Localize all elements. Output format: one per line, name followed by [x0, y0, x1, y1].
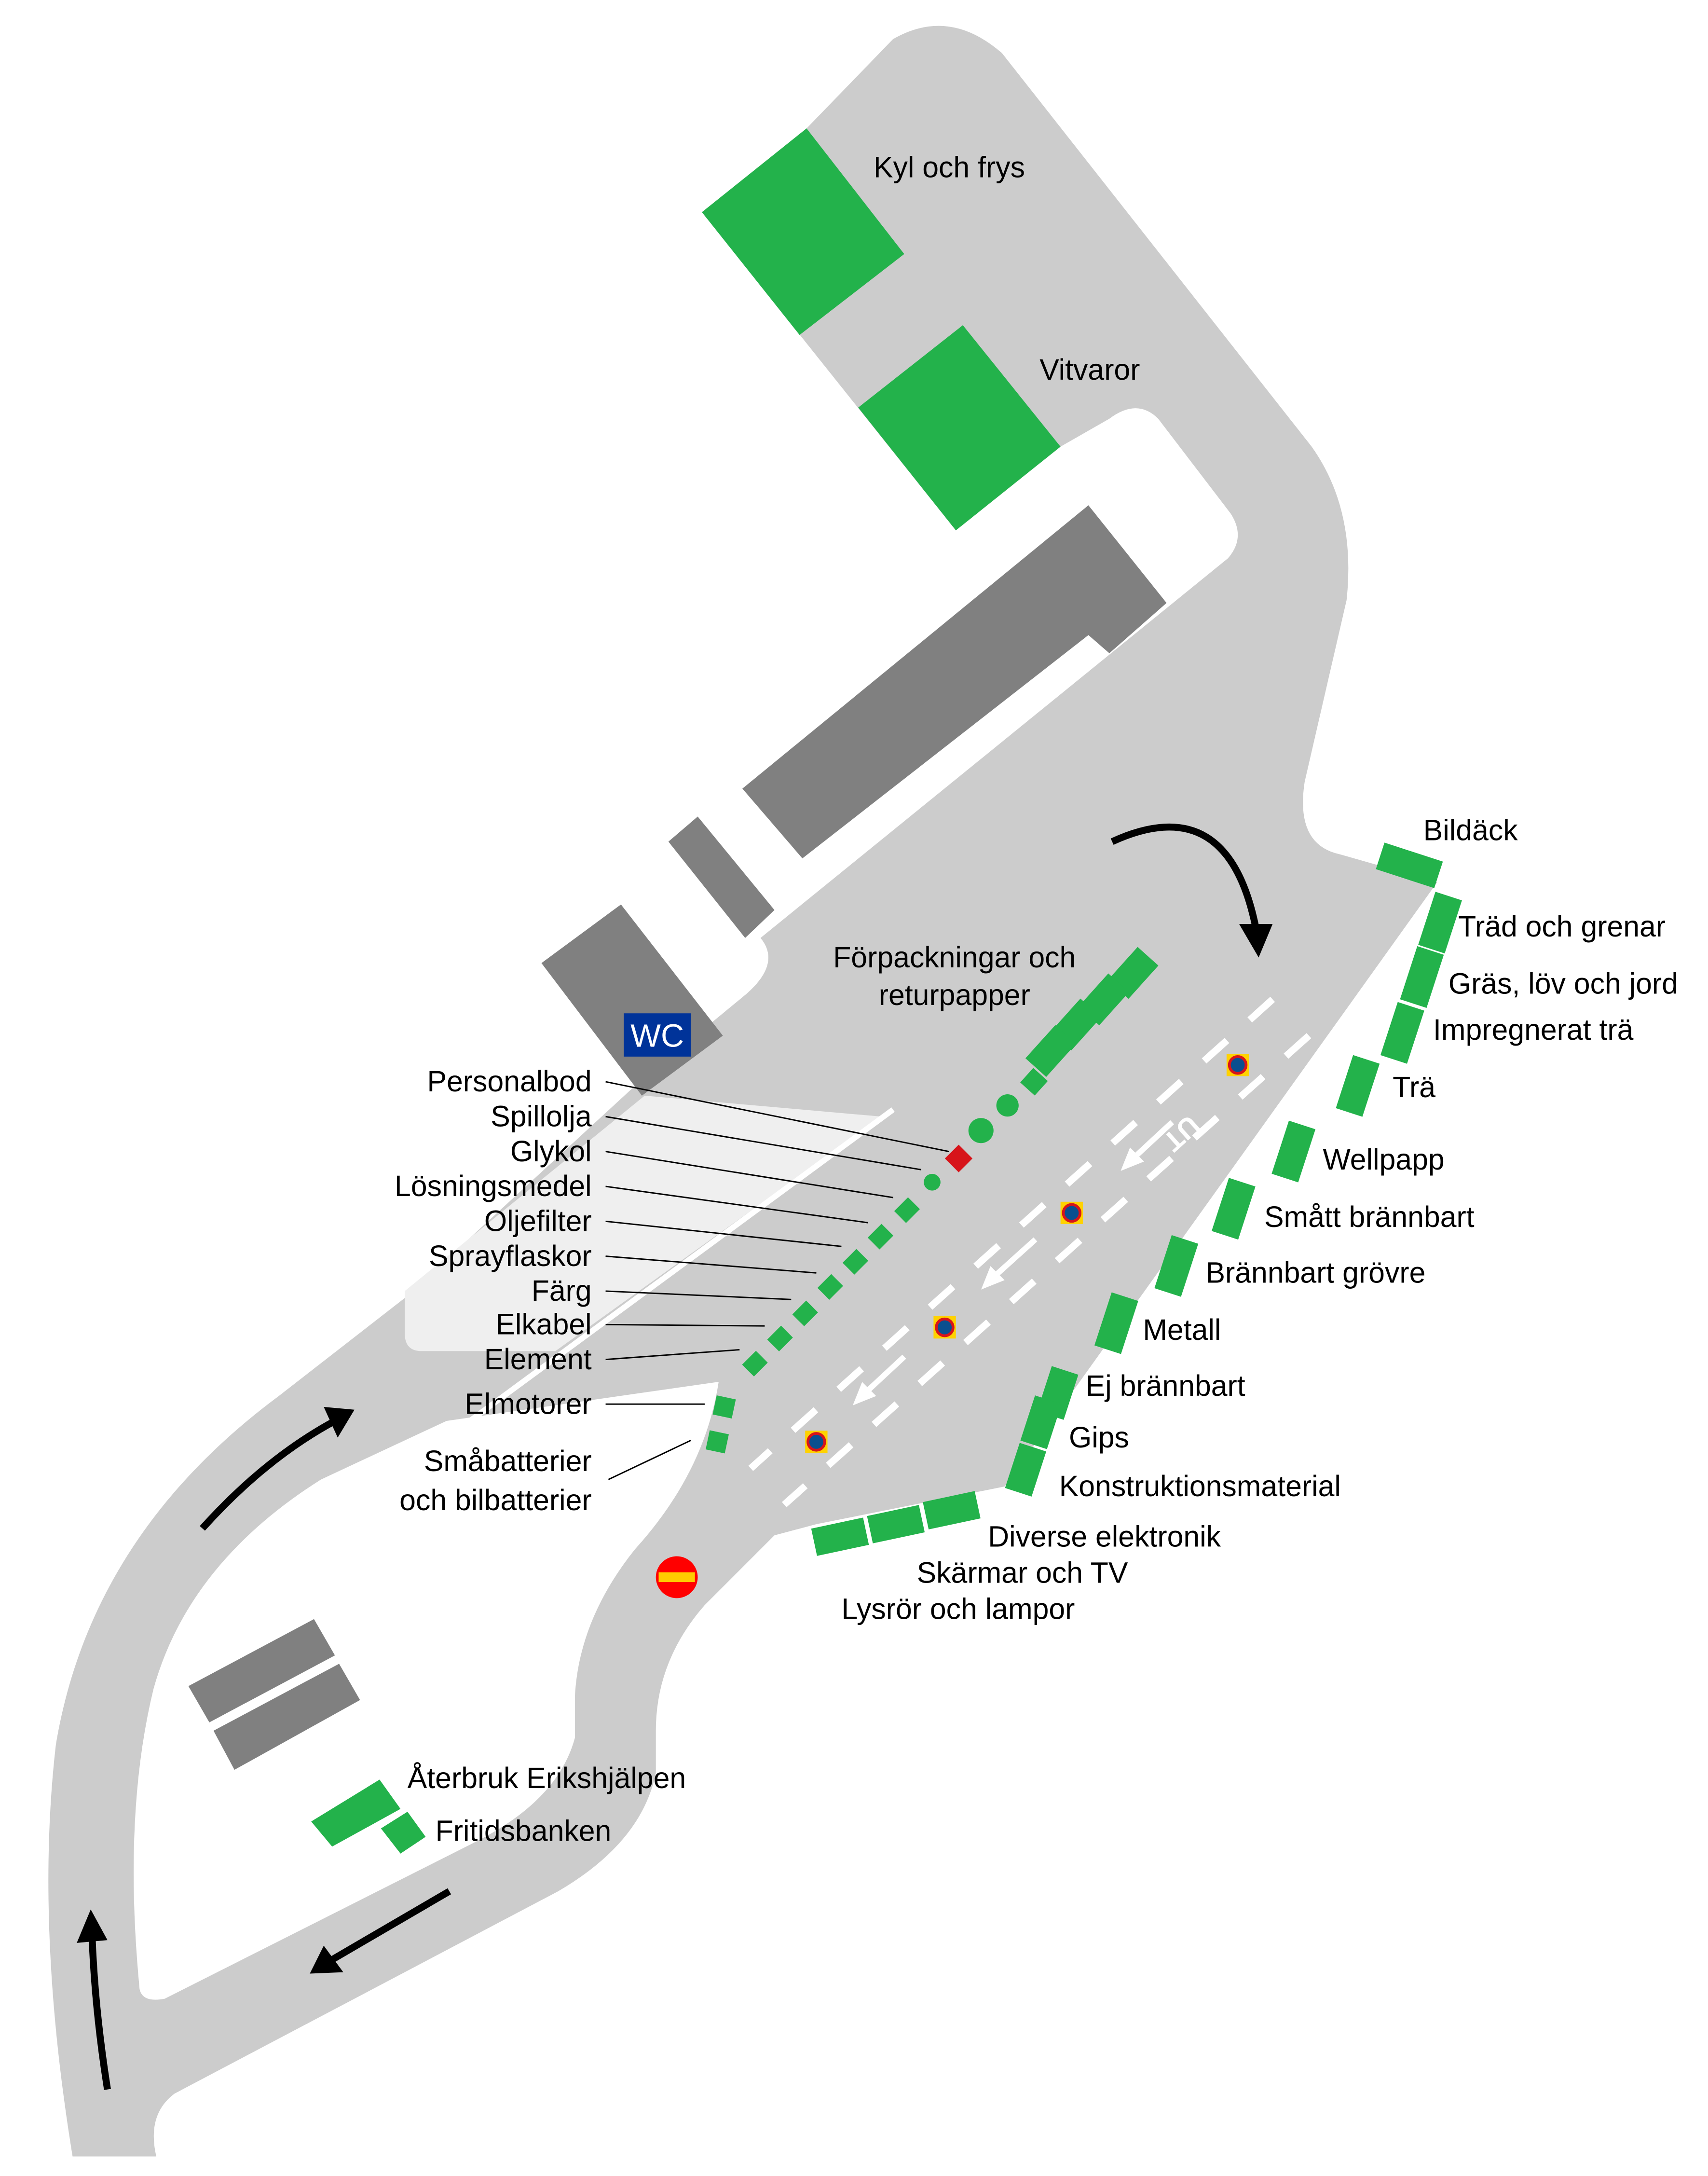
label-station: Ej brännbart — [1086, 1369, 1245, 1402]
leader-line — [605, 1349, 740, 1361]
station-container[interactable] — [1271, 1120, 1316, 1183]
label-diverse-elektronik: Diverse elektronik — [988, 1520, 1221, 1553]
battery-container[interactable] — [712, 1395, 736, 1419]
arrow-icon — [77, 1909, 111, 2090]
zone-fritidsbanken[interactable] — [381, 1811, 426, 1854]
station-container[interactable] — [817, 1274, 843, 1300]
station-container[interactable] — [867, 1505, 925, 1543]
divider-line — [417, 1107, 895, 1461]
zone-vitvaror[interactable] — [858, 325, 1061, 531]
zone-aterbruk[interactable] — [311, 1779, 401, 1847]
station-container[interactable] — [742, 1350, 768, 1377]
station-container[interactable] — [842, 1249, 868, 1275]
label-station: Lösningsmedel — [395, 1170, 592, 1202]
station-container[interactable] — [1020, 1395, 1062, 1449]
station-container[interactable] — [792, 1300, 818, 1326]
label-station: Metall — [1143, 1313, 1221, 1346]
station-container[interactable] — [996, 1094, 1019, 1117]
no-entry-icon — [656, 1556, 698, 1598]
label-forpackningar: Förpackningar och — [833, 941, 1076, 974]
station-container[interactable] — [1094, 1292, 1138, 1354]
station-container[interactable] — [1154, 1235, 1199, 1297]
station-container[interactable] — [767, 1325, 793, 1351]
staff-area — [404, 1095, 882, 1351]
personalbod-marker[interactable] — [944, 1144, 973, 1172]
station-container[interactable] — [923, 1491, 981, 1529]
station-container[interactable] — [968, 1118, 994, 1143]
station-container[interactable] — [1380, 1002, 1424, 1064]
label-station: Trä — [1393, 1071, 1435, 1103]
station-container[interactable] — [1418, 892, 1462, 954]
wc-label: WC — [630, 1019, 684, 1054]
leader-line — [605, 1185, 868, 1224]
island — [134, 1381, 719, 2000]
battery-container[interactable] — [705, 1430, 729, 1454]
station-container[interactable] — [1376, 842, 1443, 888]
arrow-icon — [1110, 823, 1273, 958]
label-station: Träd och grenar — [1458, 910, 1666, 943]
leader-line — [605, 1290, 792, 1300]
station-container[interactable] — [1020, 1068, 1048, 1096]
leader-line — [608, 1440, 691, 1480]
label-station: Personalbod — [427, 1065, 591, 1098]
leader-line — [605, 1116, 921, 1171]
station-container[interactable] — [894, 1197, 920, 1223]
station-container[interactable] — [867, 1224, 894, 1250]
zone-kyl-och-frys[interactable] — [702, 128, 904, 335]
label-station: Wellpapp — [1323, 1143, 1445, 1176]
label-station: Smått brännbart — [1264, 1200, 1475, 1233]
station-container[interactable] — [924, 1173, 941, 1191]
wc-sign — [624, 1013, 691, 1057]
leader-line — [605, 1323, 765, 1327]
label-station: Impregnerat trä — [1433, 1013, 1634, 1046]
arrow-icon — [200, 1407, 355, 1531]
station-container[interactable] — [1211, 1178, 1256, 1240]
label-fritidsbanken: Fritidsbanken — [436, 1815, 612, 1847]
no-parking-icon — [1060, 1201, 1083, 1225]
label-station: Element — [484, 1343, 592, 1376]
station-container[interactable] — [811, 1517, 869, 1556]
packaging-container[interactable] — [1025, 1025, 1076, 1077]
leader-line — [605, 1255, 817, 1274]
no-parking-icon — [805, 1431, 828, 1453]
label-returpapper: returpapper — [879, 978, 1030, 1011]
label-station: Konstruktionsmaterial — [1059, 1470, 1341, 1502]
reuse-building — [188, 1619, 335, 1722]
no-parking-icon — [1226, 1054, 1249, 1076]
label-station: Gräs, löv och jord — [1448, 967, 1678, 1000]
label-aterbruk: Återbruk Erikshjälpen — [408, 1762, 686, 1794]
arrow-icon — [310, 1888, 451, 1974]
label-station: Glykol — [510, 1135, 592, 1168]
label-smabatterier: Småbatterier — [424, 1445, 592, 1477]
reuse-building — [213, 1664, 360, 1770]
label-skarmar-och-tv: Skärmar och TV — [917, 1556, 1128, 1589]
leader-line — [605, 1151, 893, 1198]
label-station: Elkabel — [495, 1308, 591, 1341]
no-parking-icon — [933, 1316, 956, 1339]
label-station: Gips — [1069, 1421, 1129, 1454]
label-bilbatterier: och bilbatterier — [399, 1484, 591, 1516]
station-container[interactable] — [1005, 1443, 1047, 1497]
label-kyl-och-frys: Kyl och frys — [874, 151, 1025, 183]
label-vitvaror: Vitvaror — [1039, 353, 1140, 386]
label-station: Oljefilter — [484, 1205, 592, 1238]
label-station: Brännbart grövre — [1206, 1256, 1426, 1289]
leader-line — [605, 1220, 842, 1247]
station-container[interactable] — [1400, 946, 1444, 1008]
direction-arrows-out — [852, 1120, 1175, 1405]
label-station: Spillolja — [491, 1100, 592, 1133]
label-lysror-och-lampor: Lysrör och lampor — [841, 1593, 1075, 1625]
leader-line — [605, 1081, 949, 1153]
main-building — [742, 505, 1167, 859]
small-building — [668, 816, 775, 938]
station-container[interactable] — [1336, 1055, 1380, 1117]
label-station: Sprayflaskor — [429, 1239, 592, 1272]
label-station: Bildäck — [1423, 814, 1518, 847]
label-station: Färg — [532, 1274, 592, 1307]
label-station: Elmotorer — [465, 1387, 591, 1420]
